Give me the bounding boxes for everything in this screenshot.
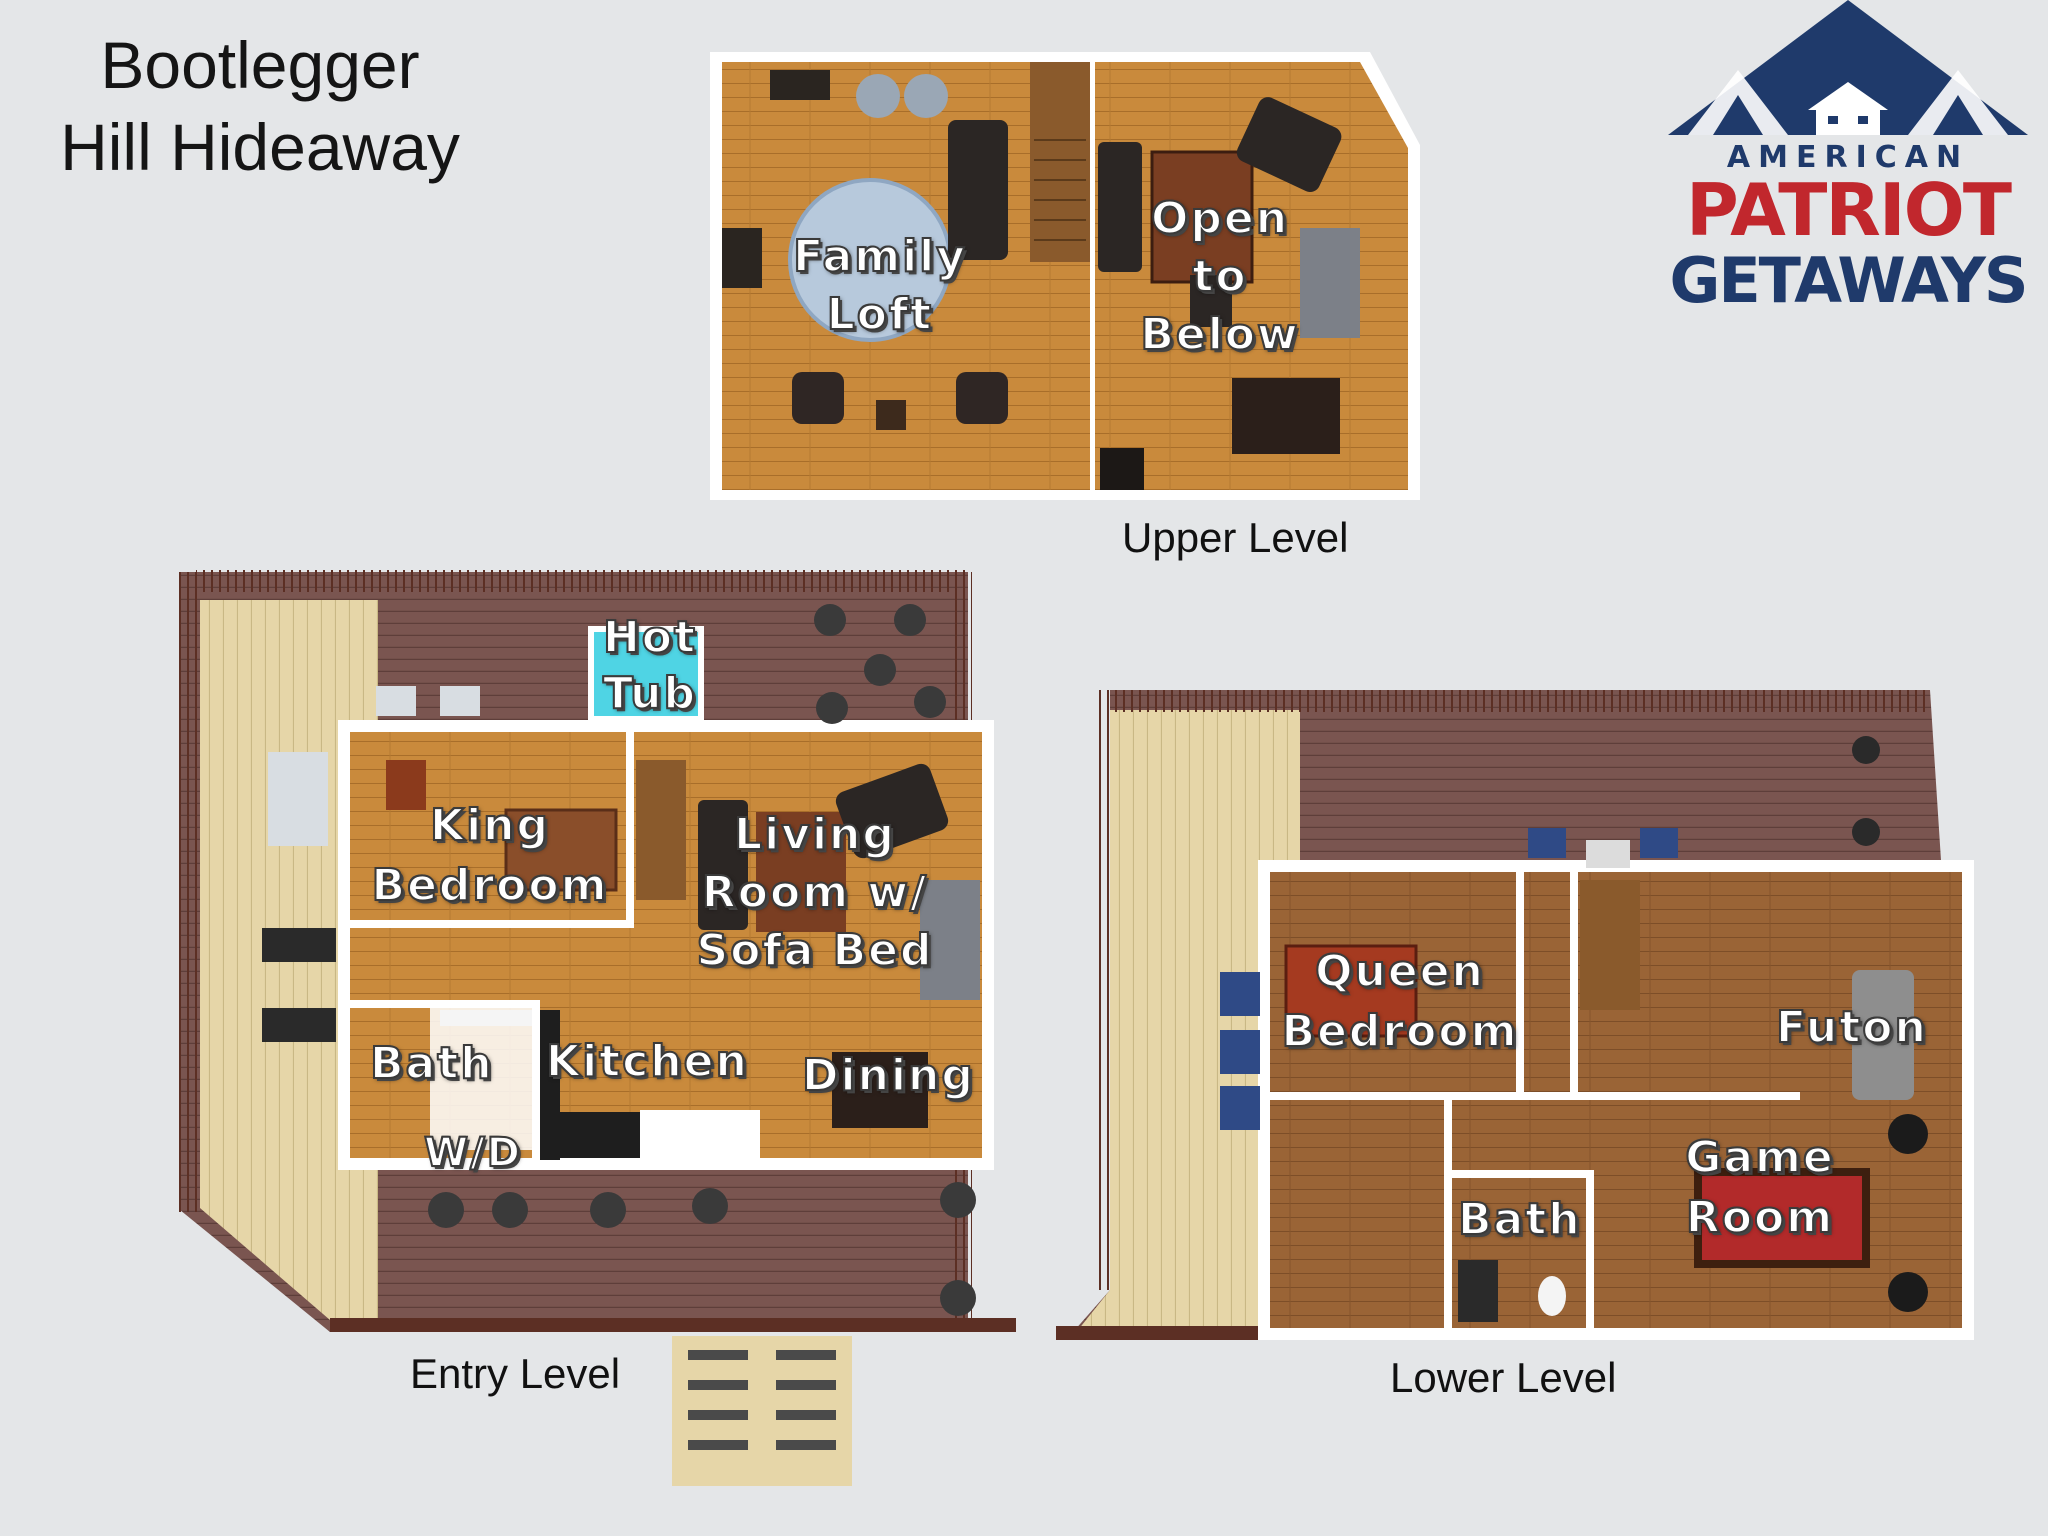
entry-level-plan [176,570,1016,1486]
upper-level-label: Upper Level [1122,514,1349,561]
lower-level-plan [1056,690,1974,1340]
logo-american-text: AMERICAN [1726,140,1970,175]
room-label-hot-tub: Hot Tub [602,611,698,720]
room-label-game-room: Game Room [1684,1131,1835,1244]
room-label-dining: Dining [801,1049,975,1102]
room-label-queen-bedroom: Queen Bedroom [1281,945,1519,1058]
upper-level-plan [710,52,1420,500]
american-patriot-getaways-logo: AMERICAN PATRIOT GETAWAYS [1668,0,2029,320]
property-title: Bootlegger Hill Hideaway [20,24,500,188]
room-label-open-to-below: Open to Below [1139,192,1300,361]
logo-patriot-text: PATRIOT [1686,168,2012,252]
room-label-washer-dryer: W/D [423,1129,522,1177]
mountain-cabin-icon [1668,0,2028,135]
entry-level-label: Entry Level [410,1350,621,1397]
room-label-living-room: Living Room w/ Sofa Bed [696,808,934,977]
room-label-entry-bath: Bath [369,1037,494,1090]
title-line-1: Bootlegger [100,28,420,102]
room-label-kitchen: Kitchen [545,1035,749,1088]
lower-level-label: Lower Level [1390,1354,1617,1401]
title-line-2: Hill Hideaway [60,110,460,184]
logo-getaways-text: GETAWAYS [1669,244,2028,317]
room-label-king-bedroom: King Bedroom [371,799,609,912]
room-label-futon: Futon [1775,1001,1928,1054]
room-label-lower-bath: Bath [1457,1193,1582,1246]
room-label-family-loft: Family Loft [792,230,967,341]
